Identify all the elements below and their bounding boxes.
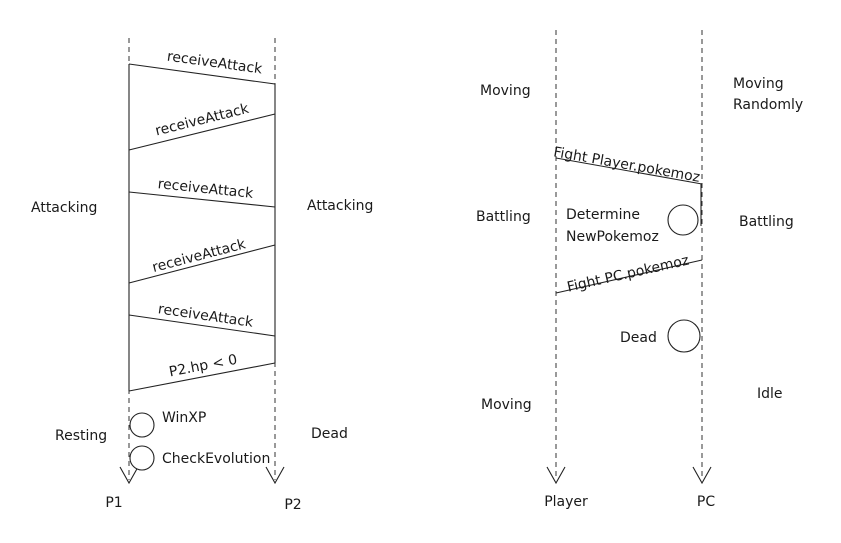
action-label-winxp: WinXP (162, 410, 206, 426)
pc-state-battling: Battling (739, 214, 794, 230)
player-state-battling: Battling (476, 209, 531, 225)
player-state-moving-bottom: Moving (481, 397, 532, 413)
message-line (128, 244, 276, 284)
action-circle (667, 204, 699, 236)
participant-label-p2: P2 (284, 497, 301, 513)
message-line (555, 157, 703, 185)
message-label: receiveAttack (154, 101, 252, 140)
participant-label-player: Player (544, 494, 588, 510)
player-arrowhead-icon (546, 466, 566, 485)
action-circle (129, 445, 155, 471)
player-state-moving-top: Moving (480, 83, 531, 99)
left-sequence-diagram: receiveAttack receiveAttack receiveAttac… (31, 38, 373, 513)
action-label-determine: Determine (566, 207, 640, 223)
pc-state-idle: Idle (757, 386, 783, 402)
action-label-checkevolution: CheckEvolution (162, 451, 270, 467)
p1-state-resting: Resting (55, 428, 107, 444)
pc-state-moving-randomly-line1: Moving (733, 76, 784, 92)
message-line (128, 362, 276, 392)
participant-label-pc: PC (697, 494, 715, 510)
message-label: Fight PC.pokemoz (566, 253, 691, 296)
message-line (128, 63, 276, 85)
right-sequence-diagram: Fight Player.pokemoz Fight PC.pokemoz Mo… (476, 30, 803, 510)
message-line (555, 259, 703, 294)
message-label: receiveAttack (166, 49, 264, 78)
message-line (128, 113, 276, 151)
pc-arrowhead-icon (692, 466, 712, 485)
message-label: Fight Player.pokemoz (552, 144, 701, 186)
pc-state-moving-randomly-line2: Randomly (733, 97, 803, 113)
action-circle (667, 319, 701, 353)
p2-arrowhead-icon (265, 466, 285, 485)
p1-state-attacking: Attacking (31, 200, 97, 216)
participant-label-p1: P1 (105, 495, 122, 511)
p2-state-attacking: Attacking (307, 198, 373, 214)
p1-arrowhead-icon (119, 466, 139, 485)
message-label: receiveAttack (157, 176, 255, 202)
p2-state-dead: Dead (311, 426, 348, 442)
action-label-newpokemoz: NewPokemoz (566, 229, 659, 245)
pc-state-dead: Dead (620, 330, 657, 346)
message-line (128, 191, 276, 208)
action-circle (129, 412, 155, 438)
message-label: P2.hp < 0 (168, 352, 239, 381)
message-line (128, 314, 276, 337)
